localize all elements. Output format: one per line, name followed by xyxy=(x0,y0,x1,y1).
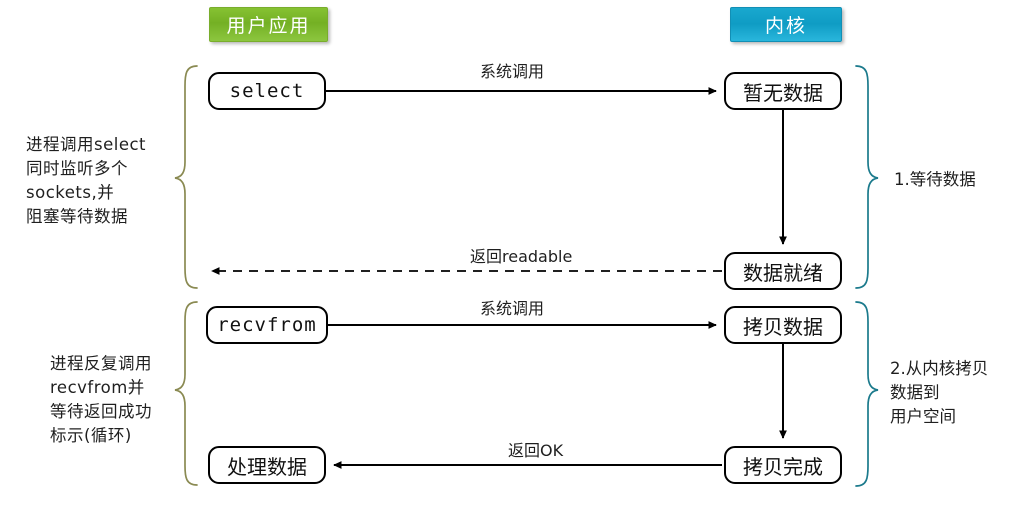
brace-right-bottom xyxy=(855,301,879,487)
annotation-right-top: 1.等待数据 xyxy=(894,170,976,189)
header-user-label: 用户应用 xyxy=(226,15,311,37)
node-no-data: 暂无数据 xyxy=(724,72,842,110)
node-recvfrom: recvfrom xyxy=(206,306,328,344)
node-copy-done: 拷贝完成 xyxy=(724,446,842,484)
header-pill-user-application: 用户应用 xyxy=(209,7,328,42)
edge-label-syscall-top: 系统调用 xyxy=(480,62,545,81)
annotation-left-bottom: 进程反复调用 recvfrom并 等待返回成功 标示(循环) xyxy=(50,354,152,445)
edge-label-return-ok: 返回OK xyxy=(508,441,564,460)
node-select: select xyxy=(208,72,326,110)
node-select-label: select xyxy=(229,80,305,102)
brace-left-top xyxy=(174,65,198,289)
node-process-data: 处理数据 xyxy=(208,446,326,484)
annotation-left-top: 进程调用select 同时监听多个 sockets,并 阻塞等待数据 xyxy=(26,135,147,226)
annotation-right-bottom: 2.从内核拷贝 数据到 用户空间 xyxy=(890,359,989,426)
node-copy-data: 拷贝数据 xyxy=(724,306,842,344)
edge-label-syscall-bottom: 系统调用 xyxy=(480,299,545,318)
node-copy-data-label: 拷贝数据 xyxy=(743,314,823,339)
brace-left-bottom xyxy=(174,301,198,486)
node-no-data-label: 暂无数据 xyxy=(743,80,823,105)
brace-right-top xyxy=(855,65,879,289)
header-kernel-label: 内核 xyxy=(764,15,807,37)
header-pill-kernel: 内核 xyxy=(730,7,842,42)
edge-label-return-readable: 返回readable xyxy=(470,247,573,266)
node-data-ready-label: 数据就绪 xyxy=(743,260,823,285)
node-process-data-label: 处理数据 xyxy=(227,454,307,479)
node-data-ready: 数据就绪 xyxy=(724,252,842,290)
node-recvfrom-label: recvfrom xyxy=(217,314,317,336)
node-copy-done-label: 拷贝完成 xyxy=(743,454,823,479)
